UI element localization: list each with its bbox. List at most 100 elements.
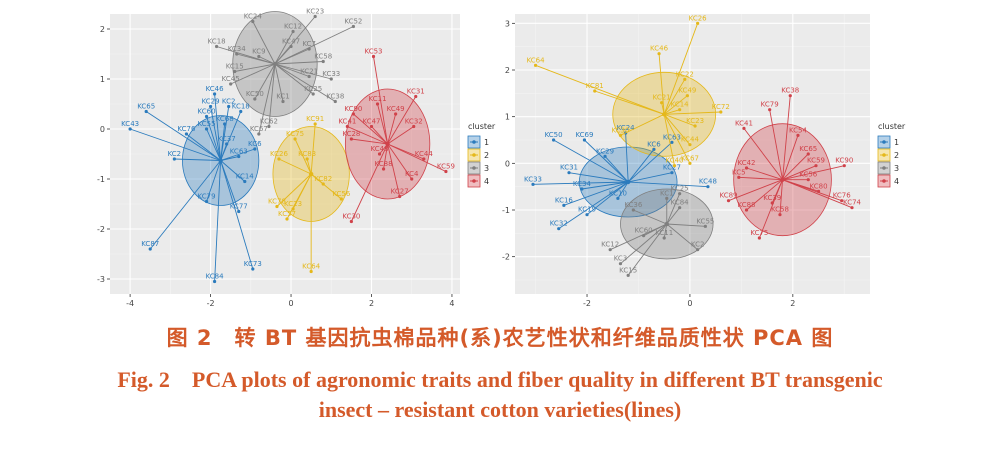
cluster-4-spoke (782, 165, 845, 181)
legend-key-dot (882, 179, 886, 183)
point-label: KC64 (302, 263, 321, 271)
data-point (422, 157, 426, 161)
cluster-1-spoke (558, 181, 629, 230)
legend-label: 4 (484, 177, 489, 186)
cluster-3-spoke (633, 209, 667, 225)
tick-label-y: 1 (100, 75, 105, 84)
cluster-2-spoke (278, 158, 312, 175)
point-label: KC22 (676, 70, 694, 78)
data-point (850, 206, 854, 210)
point-label: KC29 (202, 98, 220, 106)
point-label: KC49 (678, 87, 696, 95)
cluster-4-spoke (782, 153, 809, 180)
data-point (267, 124, 271, 129)
point-label: KC81 (586, 82, 604, 90)
point-label: KC34 (573, 180, 592, 188)
point-label: KC14 (236, 173, 255, 181)
data-point (305, 157, 309, 161)
data-point (237, 154, 241, 159)
point-label: KC54 (789, 126, 808, 134)
data-point (688, 143, 692, 147)
point-label: KC59 (437, 163, 455, 171)
cluster-2-spoke (620, 113, 665, 136)
point-label: KC75 (750, 229, 768, 237)
cluster-1-spoke (553, 139, 629, 183)
point-label: KC64 (527, 56, 546, 64)
data-point (796, 133, 800, 137)
point-label: KC7 (302, 40, 316, 48)
cluster-1-spoke (214, 160, 222, 282)
point-label: KC76 (177, 125, 196, 133)
point-label: KC25 (671, 185, 689, 193)
point-label: KC50 (545, 131, 563, 139)
cluster-1-spoke (581, 181, 629, 190)
point-label: KC62 (260, 118, 278, 126)
cluster-1-spoke (206, 160, 222, 202)
data-point (657, 52, 661, 56)
point-label: KC23 (686, 117, 704, 125)
cluster-1-spoke (617, 181, 629, 199)
cluster-2-spoke (663, 79, 686, 115)
cluster-2-spoke (310, 173, 342, 200)
legend-key-dot (472, 179, 476, 183)
cluster-4-center (780, 177, 785, 182)
data-point (351, 24, 355, 29)
data-point (703, 224, 707, 228)
point-label: KC26 (270, 150, 289, 158)
cluster-1-spoke (129, 128, 221, 161)
cluster-4-spoke (779, 179, 783, 215)
cluster-3-spoke (252, 21, 276, 65)
cluster-4-spoke (728, 179, 783, 202)
data-point (582, 138, 587, 142)
legend-key-dot (882, 140, 886, 144)
point-label: KC38 (781, 87, 799, 95)
cluster-4-spoke (387, 113, 397, 145)
data-point (531, 182, 535, 186)
point-label: KC15 (619, 266, 637, 274)
tick-label-x: 0 (288, 299, 293, 308)
point-label: KC11 (369, 95, 387, 103)
point-label: KC56 (332, 190, 351, 198)
cluster-2-spoke (294, 138, 312, 175)
cluster-3-spoke (666, 207, 680, 225)
cluster-1-spoke (532, 181, 629, 185)
tick-label-y: 2 (100, 25, 105, 34)
cluster-3-spoke (620, 223, 668, 265)
cluster-4-center (385, 141, 390, 147)
data-point (618, 262, 623, 266)
data-point (840, 199, 844, 203)
data-point (275, 204, 279, 209)
cluster-3-spoke (236, 53, 276, 65)
point-label: KC16 (555, 196, 574, 204)
data-point (693, 124, 697, 128)
legend-label: 2 (894, 151, 899, 160)
data-point (533, 63, 538, 67)
point-label: KC27 (391, 188, 409, 196)
point-label: KC26 (689, 14, 708, 22)
data-point (321, 59, 325, 64)
point-label: KC53 (364, 48, 382, 56)
tick-label-x: 4 (449, 299, 454, 308)
cluster-1-spoke (627, 142, 673, 183)
point-label: KC63 (663, 133, 681, 141)
data-point (696, 248, 700, 252)
plot-background (515, 14, 870, 294)
figure-caption-english-line1: Fig. 2 PCA plots of agronomic traits and… (117, 367, 883, 392)
data-point (660, 101, 664, 105)
point-label: KC46 (206, 85, 225, 93)
point-label: KC25 (304, 85, 322, 93)
data-point (333, 99, 337, 104)
cluster-2-spoke (310, 123, 316, 175)
cluster-3-spoke (666, 223, 706, 227)
data-point (223, 122, 227, 126)
point-label: KC45 (222, 75, 240, 83)
point-label: KC2 (222, 98, 236, 106)
cluster-1-spoke (206, 128, 222, 161)
data-point (235, 52, 239, 56)
point-label: KC83 (298, 150, 316, 158)
data-point (842, 164, 846, 168)
tick-label-x: 0 (687, 299, 692, 308)
data-point (309, 269, 313, 274)
